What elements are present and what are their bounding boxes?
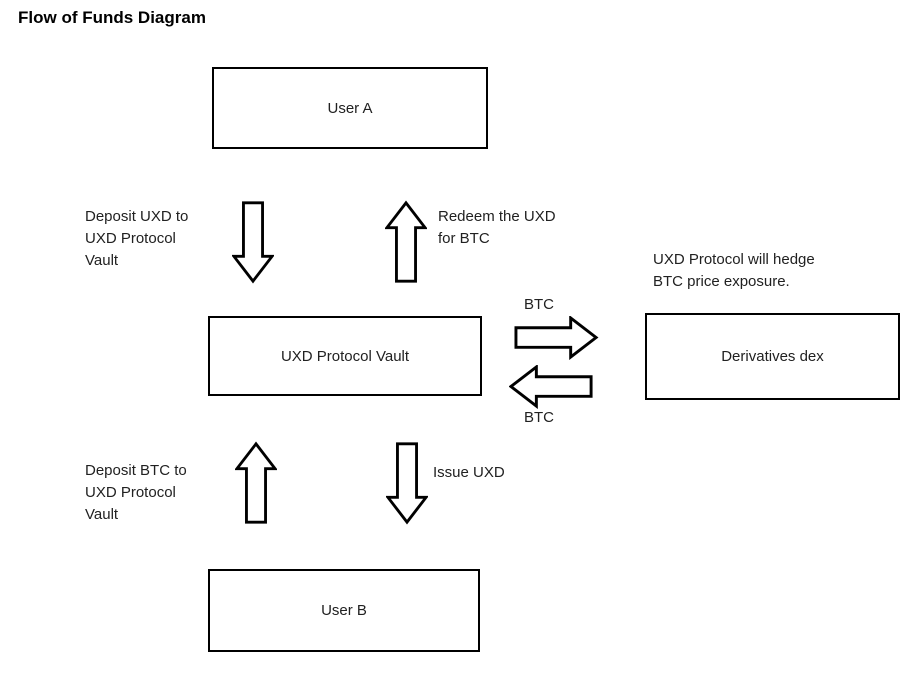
user-a-label: User A [327,99,373,117]
uxd-protocol-vault-box: UXD Protocol Vault [208,316,482,396]
user-b-label: User B [321,602,367,619]
user-b-box: User B [208,569,480,652]
deposit-btc-label: Deposit BTC to UXD Protocol Vault [85,462,187,523]
page-title: Flow of Funds Diagram [18,8,206,27]
up-arrow-icon [385,200,427,284]
btc-to-dex-label: BTC [524,296,554,313]
right-arrow-icon [514,316,600,360]
redeem-uxd-label: Redeem the UXD for BTC [438,208,556,247]
down-arrow-icon [232,200,274,284]
issue-uxd-label: Issue UXD [433,464,505,481]
uxd-protocol-vault-label: UXD Protocol Vault [280,347,410,365]
btc-from-dex-label: BTC [524,409,554,426]
deposit-uxd-label: Deposit UXD to UXD Protocol Vault [85,208,189,269]
derivatives-dex-box: Derivatives dex [645,313,900,400]
hedge-note: UXD Protocol will hedge BTC price exposu… [653,251,815,290]
user-a-box: User A [212,67,488,149]
down-arrow-icon [386,441,428,525]
up-arrow-icon [235,441,277,525]
derivatives-dex-label: Derivatives dex [721,348,824,365]
left-arrow-icon [509,365,595,409]
